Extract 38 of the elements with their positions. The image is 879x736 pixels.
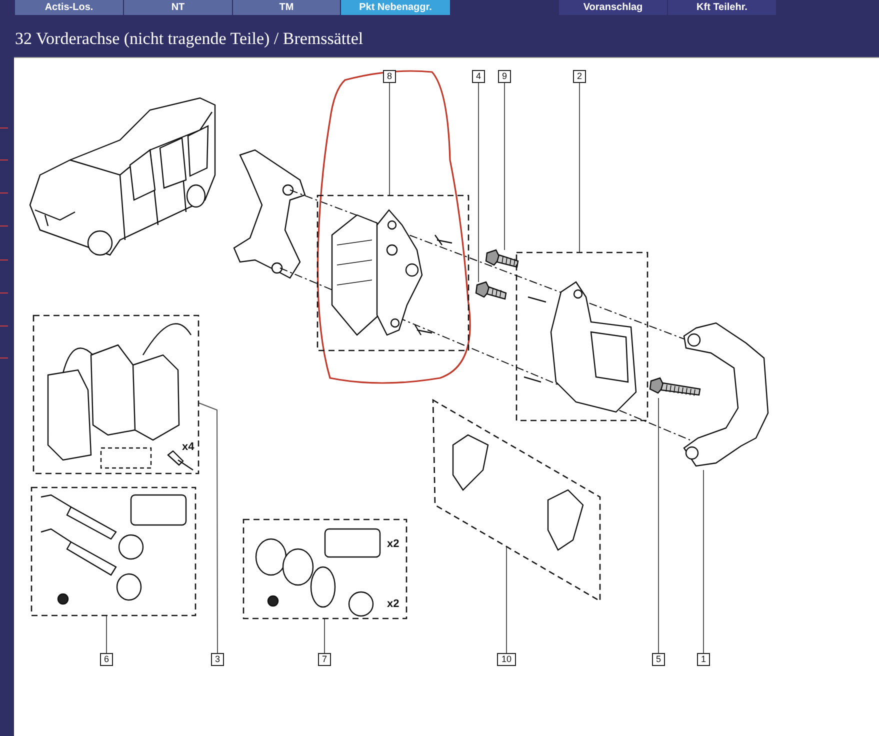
kit-frame <box>31 487 196 616</box>
leader-line <box>324 618 325 654</box>
callout-number: 8 <box>383 70 396 83</box>
bolt-drawing <box>486 250 520 270</box>
callout-number: 5 <box>652 653 665 666</box>
callout-number: 3 <box>211 653 224 666</box>
quantity-label: x4 <box>182 441 194 453</box>
menu-tab: TM <box>233 0 340 15</box>
leader-line <box>703 470 704 654</box>
leader-line <box>389 82 390 196</box>
callout-number: 1 <box>697 653 710 666</box>
kit-frame <box>33 315 199 474</box>
kit-frame <box>433 400 600 601</box>
menu-tab: Kft Teilehr. <box>668 0 776 15</box>
quantity-label: x2 <box>387 538 400 550</box>
callout-number: 6 <box>100 653 113 666</box>
menu-tab: NT <box>124 0 232 15</box>
leader-line <box>504 82 505 250</box>
leader-line <box>198 402 218 654</box>
menu-tab: Pkt Nebenaggr. <box>341 0 450 15</box>
bleed-screw-drawing <box>476 282 508 302</box>
callout-number: 4 <box>472 70 485 83</box>
page-title: 32 Vorderachse (nicht tragende Teile) / Bremssättel <box>15 29 364 49</box>
kit-frame <box>243 519 407 619</box>
callout-number: 2 <box>573 70 586 83</box>
leader-line <box>478 82 479 282</box>
bolt-drawing <box>650 378 702 398</box>
leader-line <box>579 82 580 252</box>
menu-tab: Actis-Los. <box>15 0 123 15</box>
kit-frame <box>516 252 648 421</box>
leader-line <box>106 616 107 654</box>
quantity-label: x2 <box>387 598 400 610</box>
kit-frame <box>317 195 469 351</box>
callout-number: 9 <box>498 70 511 83</box>
callout-number: 7 <box>318 653 331 666</box>
leader-line <box>506 546 507 654</box>
menu-tab: Voranschlag <box>559 0 667 15</box>
callout-number: 10 <box>497 653 516 666</box>
